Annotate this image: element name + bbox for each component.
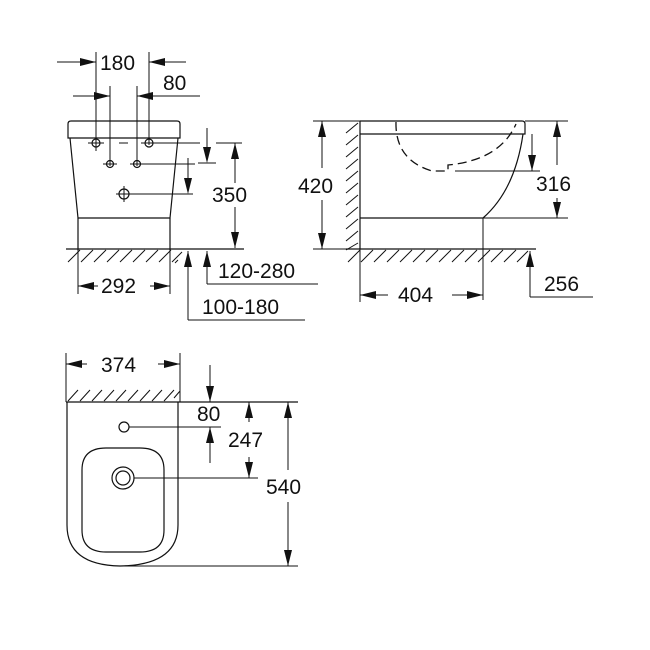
- dim-374: 374: [101, 354, 136, 377]
- floor-hatch: [67, 249, 183, 264]
- wall-hatch: [345, 122, 359, 251]
- side-view: 420 316 404 256: [298, 120, 593, 307]
- wall-hatch-top: [67, 389, 181, 402]
- inlet-right-icon: [130, 159, 195, 169]
- dim-120-280: 120-280: [218, 260, 295, 283]
- dim-180: 180: [100, 52, 135, 75]
- dim-350: 350: [212, 184, 247, 207]
- tap-hole-right-icon: [141, 138, 157, 148]
- dim-292: 292: [101, 275, 136, 298]
- waste-outlet-icon: [111, 466, 135, 490]
- dim-540: 540: [266, 476, 301, 499]
- inlet-left-icon: [103, 159, 117, 169]
- dim-247: 247: [228, 429, 263, 452]
- dim-256: 256: [544, 273, 579, 296]
- dim-80: 80: [163, 72, 186, 95]
- dim-404: 404: [398, 284, 433, 307]
- tap-hole-icon: [118, 421, 130, 433]
- dim-420: 420: [298, 175, 333, 198]
- top-view: 374: [65, 353, 301, 567]
- dim-316: 316: [536, 173, 571, 196]
- dim-100-180: 100-180: [202, 296, 279, 319]
- waste-hole-icon: [116, 186, 193, 202]
- dim-80-top: 80: [197, 403, 220, 426]
- tap-hole-left-icon: [88, 135, 104, 151]
- floor-hatch-side: [347, 249, 529, 263]
- front-view: 350 292 120-280 100: [57, 52, 318, 321]
